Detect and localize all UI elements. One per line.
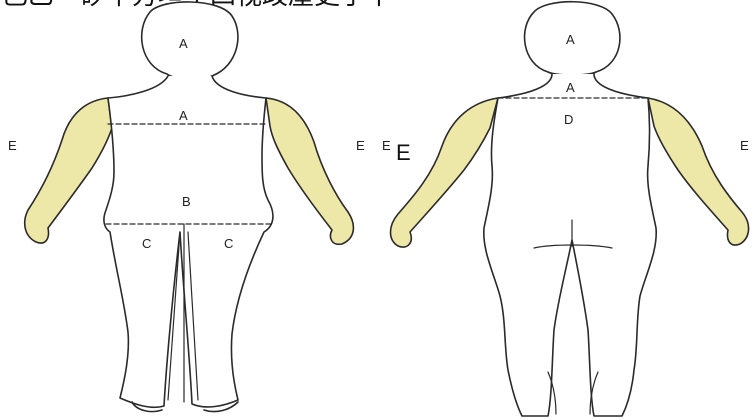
back-left-arm: [391, 98, 499, 247]
back-right-arm-label: E: [740, 138, 749, 153]
back-upper-label: D: [564, 112, 573, 127]
front-left-arm: [25, 98, 112, 243]
front-head-label: A: [179, 36, 188, 51]
front-left-leg-label: C: [142, 236, 151, 251]
front-right-arm: [266, 98, 353, 244]
back-head-label: A: [566, 32, 575, 47]
front-left-arm-label: E: [8, 138, 17, 153]
front-right-arm-label: E: [356, 138, 365, 153]
front-chest-label: A: [179, 108, 188, 123]
back-right-arm: [648, 98, 749, 245]
back-figure: [391, 2, 749, 416]
front-head: [142, 2, 238, 79]
front-waist-label: B: [182, 194, 191, 209]
front-right-leg-label: C: [224, 236, 233, 251]
back-left-arm-label-large: E: [396, 140, 411, 165]
back-left-arm-label-small: E: [382, 138, 391, 153]
back-neck-label: A: [566, 80, 575, 95]
